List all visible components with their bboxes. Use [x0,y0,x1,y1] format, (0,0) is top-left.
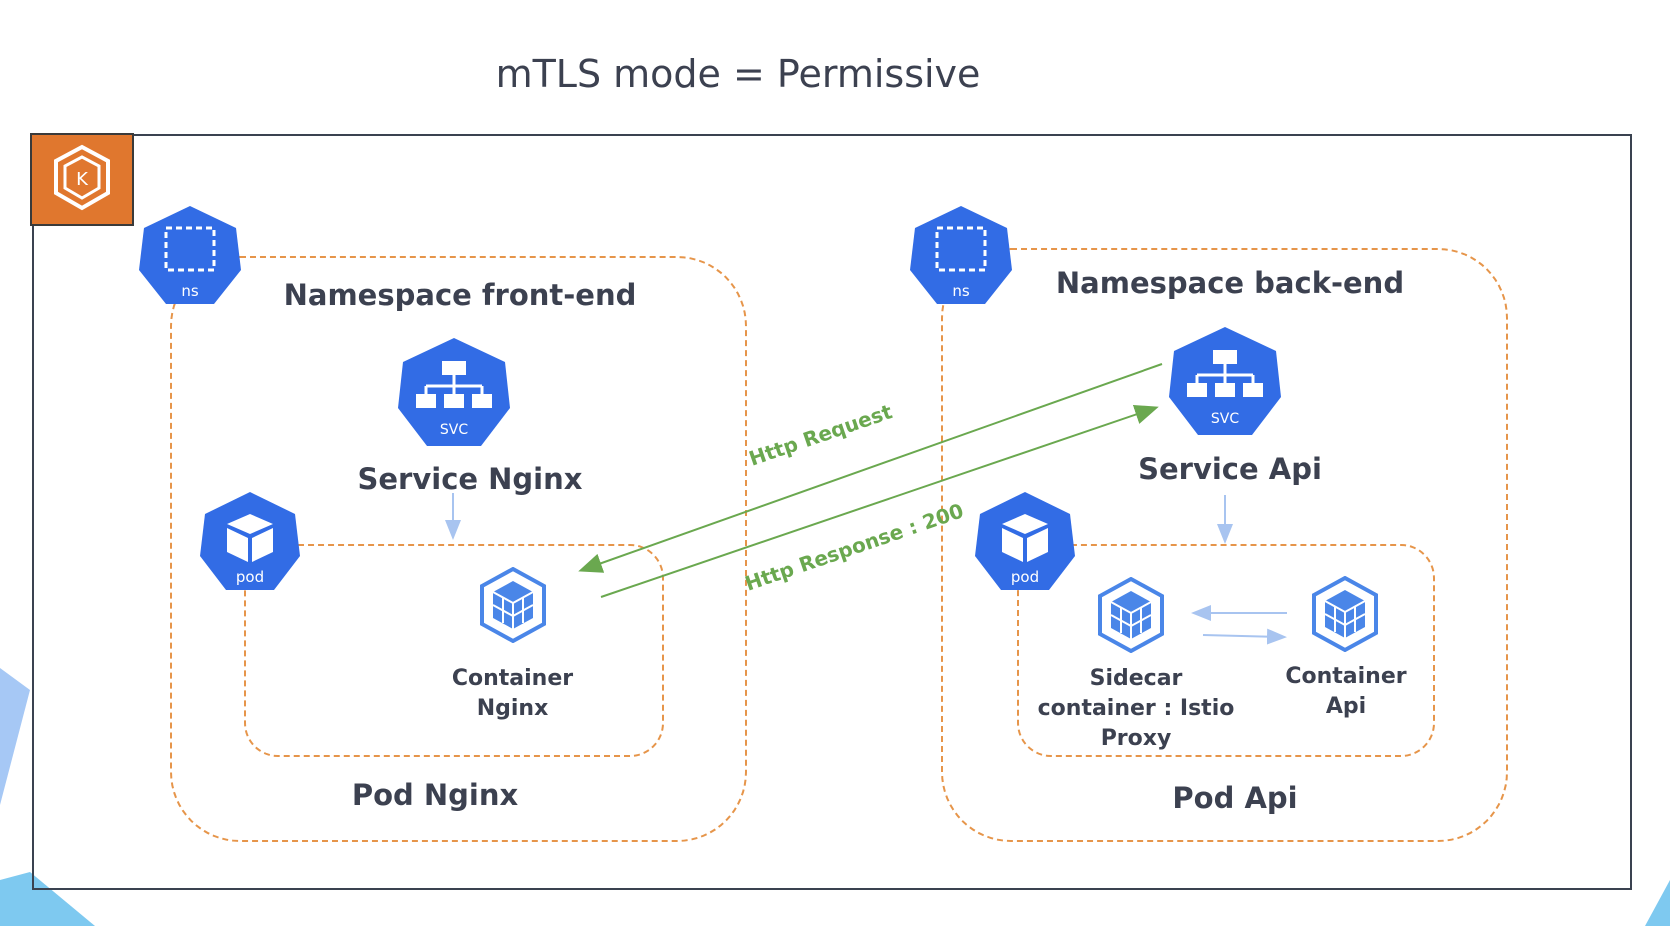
svg-text:K: K [76,169,89,190]
container-api-label: Container Api [1285,664,1407,719]
http-request-arrow [578,363,1163,573]
http-request-label: Http Request [746,399,896,471]
cluster-frame [32,134,1632,890]
sidecar-to-api-arrow [1202,628,1287,645]
pod-icon: pod [196,490,304,599]
container-icon [1097,576,1165,658]
container-nginx-label: Container Nginx [451,666,574,721]
svc-badge-text: SVC [1211,411,1239,427]
ns-badge-text: ns [181,282,199,300]
eks-logo-icon: K [30,133,134,226]
namespace-icon: ns [906,204,1016,313]
pod-api-label: Pod Api [1172,781,1298,815]
pod-nginx-box [244,544,664,757]
pod-badge-text: pod [236,568,264,586]
container-icon [479,566,547,648]
http-response-label: Http Response : 200 [742,498,967,595]
http-response-arrow [600,404,1159,598]
namespace-back-end-label: Namespace back-end [1055,266,1405,300]
service-icon: SVC [394,336,514,455]
service-icon: SVC [1165,325,1285,444]
namespace-back-end-box [941,248,1508,842]
service-api-label: Service Api [1138,452,1322,486]
namespace-front-end-label: Namespace front-end [283,278,637,312]
service-nginx-label: Service Nginx [357,462,583,496]
ns-badge-text: ns [952,282,970,300]
namespace-front-end-box [170,256,747,842]
sidecar-container-label: Sidecar container : Istio Proxy [1037,666,1235,751]
page-title: mTLS mode = Permissive [495,52,981,96]
namespace-icon: ns [135,204,245,313]
pod-api-box [1017,544,1435,757]
container-icon [1311,575,1379,657]
pod-badge-text: pod [1011,568,1039,586]
svc-badge-text: SVC [440,422,468,438]
pod-nginx-label: Pod Nginx [351,778,519,812]
pod-icon: pod [971,490,1079,599]
